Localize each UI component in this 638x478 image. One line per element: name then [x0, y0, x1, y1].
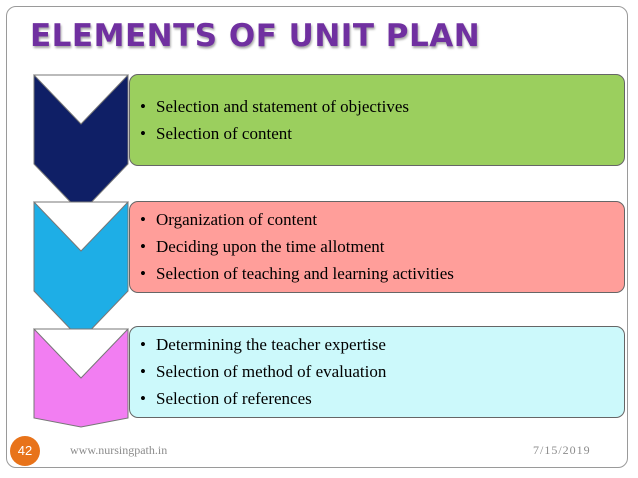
- step-box-1: •Selection and statement of objectives •…: [129, 74, 625, 166]
- chevron-arrow-2: [33, 201, 129, 341]
- bullet-glyph: •: [140, 335, 146, 354]
- step-box-2: •Organization of content •Deciding upon …: [129, 201, 625, 293]
- slide-number-badge: 42: [10, 436, 40, 466]
- bullet-glyph: •: [140, 389, 146, 408]
- list-item: •Determining the teacher expertise: [140, 331, 624, 358]
- footer-date: 7/15/2019: [533, 443, 591, 457]
- bullet-glyph: •: [140, 362, 146, 381]
- bullet-glyph: •: [140, 210, 146, 229]
- chevron-notch-1: [33, 74, 129, 125]
- slide-title: ELEMENTS OF UNIT PLAN: [30, 18, 481, 54]
- chevron-notch-3: [33, 328, 129, 379]
- step-list-2: •Organization of content •Deciding upon …: [140, 206, 624, 287]
- list-item: •Selection of method of evaluation: [140, 358, 624, 385]
- bullet-glyph: •: [140, 264, 146, 283]
- footer-url: www.nursingpath.in: [70, 443, 168, 457]
- bullet-glyph: •: [140, 124, 146, 143]
- list-item: •Deciding upon the time allotment: [140, 233, 624, 260]
- bullet-glyph: •: [140, 97, 146, 116]
- step-box-3: •Determining the teacher expertise •Sele…: [129, 326, 625, 418]
- list-item: •Selection of references: [140, 385, 624, 412]
- chevron-arrow-3: [33, 328, 129, 428]
- list-item: •Selection of teaching and learning acti…: [140, 260, 624, 287]
- step-list-1: •Selection and statement of objectives •…: [140, 93, 624, 147]
- chevron-notch-2: [33, 201, 129, 252]
- list-item: •Selection of content: [140, 120, 624, 147]
- slide-frame: [6, 6, 628, 468]
- step-list-3: •Determining the teacher expertise •Sele…: [140, 331, 624, 412]
- bullet-glyph: •: [140, 237, 146, 256]
- chevron-arrow-1: [33, 74, 129, 214]
- list-item: •Selection and statement of objectives: [140, 93, 624, 120]
- list-item: •Organization of content: [140, 206, 624, 233]
